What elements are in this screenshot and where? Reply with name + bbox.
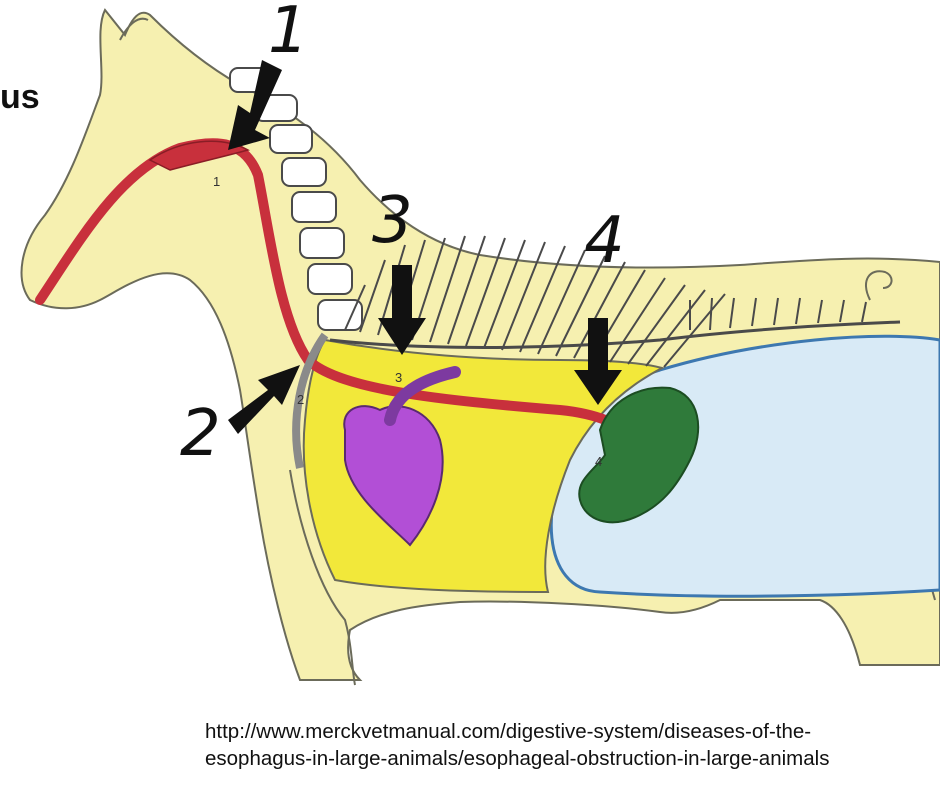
aorta bbox=[384, 366, 461, 426]
handwritten-label-4: 4 bbox=[584, 204, 625, 278]
printed-label-4: 4 bbox=[595, 454, 602, 469]
stomach bbox=[578, 386, 700, 524]
handwritten-label-2: 2 bbox=[180, 397, 221, 471]
heart bbox=[343, 405, 444, 547]
source-line-1: http://www.merckvetmanual.com/digestive-… bbox=[205, 720, 812, 743]
pharynx bbox=[148, 140, 251, 171]
printed-label-2: 2 bbox=[297, 392, 304, 407]
ear bbox=[119, 17, 149, 41]
esophagus bbox=[35, 138, 640, 443]
rib-arcs bbox=[329, 235, 901, 368]
arrow-4 bbox=[574, 318, 622, 405]
printed-label-3: 3 bbox=[395, 370, 402, 385]
source-citation: http://www.merckvetmanual.com/digestive-… bbox=[205, 718, 935, 772]
foreleg bbox=[289, 469, 356, 686]
arrow-1 bbox=[228, 60, 282, 150]
arrow-2 bbox=[228, 365, 300, 434]
thoracic-inlet bbox=[292, 332, 329, 469]
handwritten-label-3: 3 bbox=[372, 184, 413, 258]
title-fragment: us bbox=[0, 78, 40, 116]
tail-curl bbox=[865, 270, 893, 301]
source-line-2: esophagus-in-large-animals/esophageal-ob… bbox=[205, 747, 830, 770]
printed-label-1: 1 bbox=[213, 174, 220, 189]
handwritten-label-1: 1 bbox=[268, 0, 309, 68]
arrow-3 bbox=[378, 265, 426, 355]
